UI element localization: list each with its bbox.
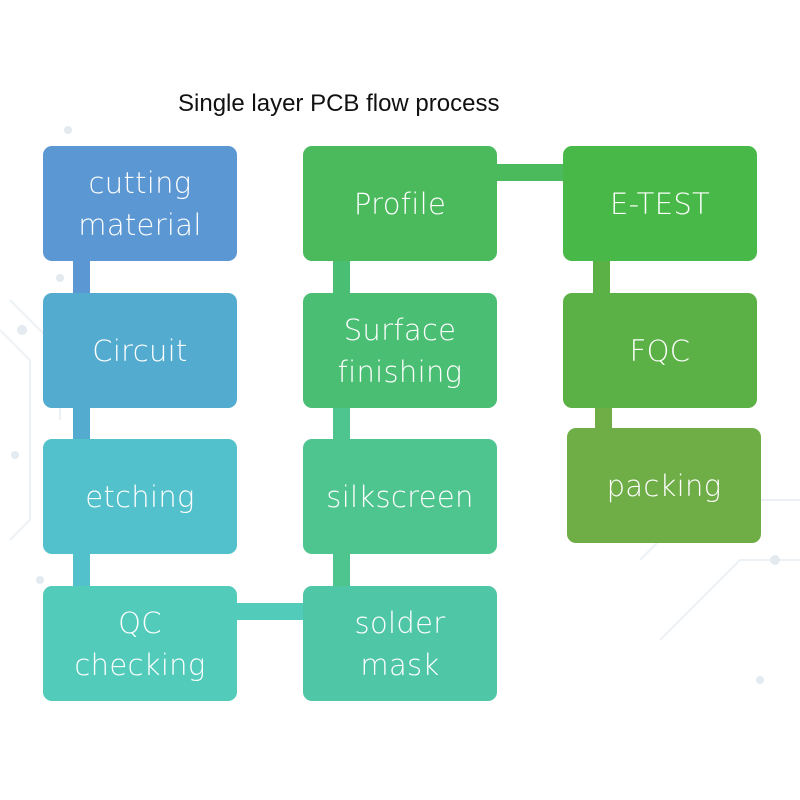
step-label: Surface finishing xyxy=(337,312,463,389)
step-label: QC checking xyxy=(74,605,206,682)
connector-etest-fqc xyxy=(593,261,610,293)
connector-fqc-packing xyxy=(595,408,612,428)
connector-qc-soldermask xyxy=(237,603,303,620)
step-label: silkscreen xyxy=(326,479,474,514)
step-label: E-TEST xyxy=(609,186,711,221)
step-label: packing xyxy=(606,468,722,503)
step-label: cutting material xyxy=(78,165,202,242)
connector-soldermask-silkscreen xyxy=(333,554,350,586)
diagram-title: Single layer PCB flow process xyxy=(178,90,500,117)
step-e-test: E-TEST xyxy=(563,146,757,261)
step-label: Circuit xyxy=(92,333,188,368)
step-profile: Profile xyxy=(303,146,497,261)
step-solder-mask: solder mask xyxy=(303,586,497,701)
connector-profile-etest xyxy=(497,164,563,181)
step-etching: etching xyxy=(43,439,237,554)
step-label: FQC xyxy=(629,333,691,368)
connector-surface-profile xyxy=(333,261,350,293)
step-fqc: FQC xyxy=(563,293,757,408)
step-qc-checking: QC checking xyxy=(43,586,237,701)
step-label: etching xyxy=(85,479,195,514)
connector-circuit-etching xyxy=(73,408,90,440)
connector-silkscreen-surface xyxy=(333,408,350,440)
step-silkscreen: silkscreen xyxy=(303,439,497,554)
step-surface-finishing: Surface finishing xyxy=(303,293,497,408)
step-label: Profile xyxy=(353,186,447,221)
step-packing: packing xyxy=(567,428,761,543)
step-label: solder mask xyxy=(354,605,446,682)
connector-etching-qc xyxy=(73,554,90,586)
step-circuit: Circuit xyxy=(43,293,237,408)
step-cutting-material: cutting material xyxy=(43,146,237,261)
connector-cutting-circuit xyxy=(73,261,90,293)
